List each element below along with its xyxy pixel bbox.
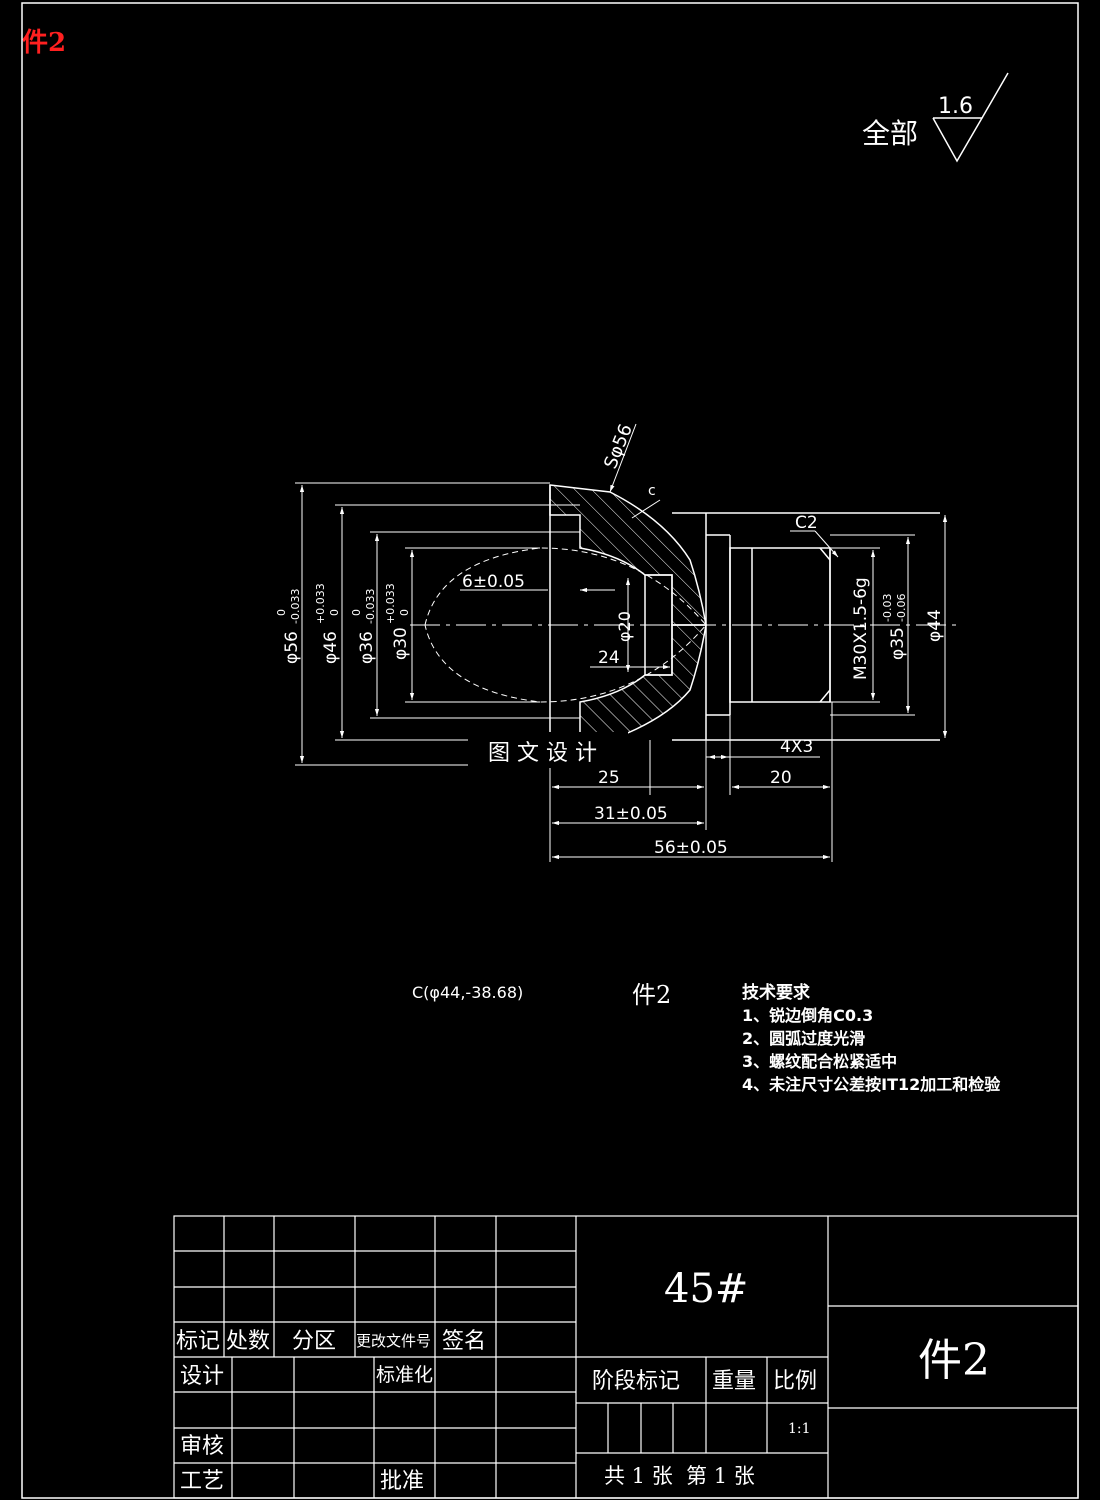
part-label: 件2 [632, 981, 671, 1009]
tb-head-sign: 签名 [442, 1329, 486, 1354]
roughness-label: 全部 [862, 117, 918, 150]
dim-d46-low: 0 [328, 609, 341, 616]
tb-process: 工艺 [180, 1469, 224, 1494]
watermark: 图 文 设 计 [488, 741, 597, 766]
dim-31: 31±0.05 [594, 804, 668, 824]
coord-note: C(φ44,-38.68) [412, 983, 523, 1002]
dim-d36-low: -0.033 [364, 589, 377, 624]
tb-head-docno: 更改文件号 [356, 1332, 431, 1350]
tech-item-4: 4、未注尺寸公差按IT12加工和检验 [742, 1075, 1001, 1094]
tb-design: 设计 [180, 1364, 224, 1389]
dim-d56: φ56 [282, 631, 302, 664]
part-section-view: φ56 0 -0.033 φ46 +0.033 0 φ36 0 -0.033 φ… [275, 421, 960, 862]
dim-25: 25 [598, 768, 620, 788]
tb-head-zone: 分区 [292, 1329, 336, 1354]
tb-standard: 标准化 [376, 1364, 433, 1386]
tb-sheets: 共 1 张 第 1 张 [604, 1464, 755, 1488]
tb-scale-value: 1:1 [788, 1421, 811, 1437]
tb-head-mark: 标记 [176, 1329, 220, 1354]
tb-head-count: 处数 [226, 1329, 270, 1354]
dim-d56-up: 0 [275, 609, 288, 616]
dim-d30: φ30 [391, 627, 411, 660]
dim-six: 6±0.05 [462, 572, 525, 592]
dim-d30-low: 0 [398, 609, 411, 616]
tb-scale-head: 比例 [773, 1369, 817, 1394]
tb-stage: 阶段标记 [592, 1369, 680, 1394]
tb-drawing-name: 件2 [918, 1335, 990, 1386]
tb-approve: 批准 [380, 1469, 424, 1494]
dim-d44: φ44 [925, 609, 945, 642]
dim-d46-up: +0.033 [314, 583, 327, 624]
tech-item-2: 2、圆弧过度光滑 [742, 1029, 865, 1048]
title-block [173, 1215, 1079, 1499]
corner-part-tag: 件2 [22, 28, 67, 58]
tech-item-1: 1、锐边倒角C0.3 [742, 1006, 873, 1025]
roughness-symbol: 全部 1.6 [862, 72, 1009, 163]
dim-d20: φ20 [615, 611, 634, 642]
roughness-value: 1.6 [938, 94, 973, 119]
dim-s-sphere: Sφ56 [600, 421, 637, 472]
tb-weight: 重量 [712, 1369, 756, 1394]
section-hatch-lower [549, 624, 707, 767]
dim-d35-up: -0.03 [881, 594, 894, 622]
dim-4x3: 4X3 [780, 737, 813, 757]
dim-d35: φ35 [888, 627, 908, 660]
dim-d30-up: +0.033 [384, 583, 397, 624]
dim-24: 24 [598, 648, 620, 668]
dim-chamfer: C2 [795, 513, 818, 533]
tb-review: 审核 [180, 1434, 224, 1459]
dim-d36: φ36 [357, 631, 377, 664]
dim-thread: M30X1.5-6g [851, 577, 871, 680]
tech-item-3: 3、螺纹配合松紧适中 [742, 1052, 897, 1071]
dim-d36-up: 0 [350, 609, 363, 616]
technical-requirements: 技术要求 1、锐边倒角C0.3 2、圆弧过度光滑 3、螺纹配合松紧适中 4、未注… [742, 982, 1001, 1094]
dim-d35-low: -0.06 [895, 594, 908, 622]
dim-20: 20 [770, 768, 792, 788]
dim-d56-low: -0.033 [289, 589, 302, 624]
tech-title: 技术要求 [742, 982, 810, 1003]
dim-c-point: c [648, 483, 656, 499]
dim-d46: φ46 [321, 631, 341, 664]
section-hatch-upper [549, 484, 707, 626]
dim-56: 56±0.05 [654, 838, 728, 858]
tb-material: 45# [664, 1266, 748, 1312]
title-block-text: 45# 件2 标记 处数 分区 更改文件号 签名 设计 标准化 审核 工艺 批准… [176, 1266, 990, 1494]
